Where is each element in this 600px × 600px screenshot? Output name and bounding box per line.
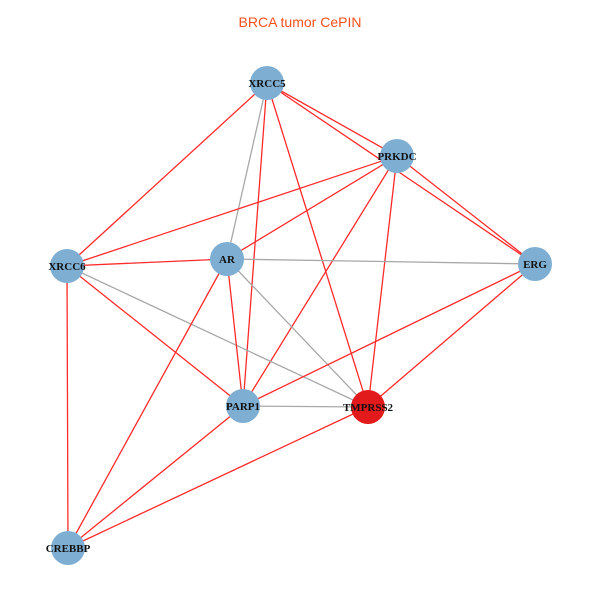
node-tmprss2[interactable]: TMPRSS2 [343,390,394,424]
node-label: TMPRSS2 [343,402,394,414]
edge-xrcc5-erg [266,82,536,265]
node-circle [226,389,260,423]
node-label: PRKDC [377,151,416,163]
edge-xrcc5-parp1 [242,82,268,407]
node-xrcc6[interactable]: XRCC6 [48,249,86,283]
edge-erg-parp1 [242,263,536,407]
edge-xrcc5-ar [226,82,268,260]
node-crebbp[interactable]: CREBBP [46,531,91,565]
edge-prkdc-parp1 [242,155,398,407]
node-ar[interactable]: AR [210,242,244,276]
edge-ar-erg [226,258,536,265]
diagram-title: BRCA tumor CePIN [238,14,362,30]
node-circle [210,242,244,276]
node-circle [518,247,552,281]
edge-prkdc-tmprss2 [367,155,398,408]
edge-prkdc-xrcc6 [66,155,398,267]
node-circle [51,531,85,565]
node-circle [250,66,284,100]
edge-xrcc5-prkdc [266,82,398,157]
node-label: AR [219,254,236,266]
edge-ar-crebbp [67,258,228,549]
node-erg[interactable]: ERG [518,247,552,281]
edge-xrcc6-crebbp [66,265,69,549]
edge-parp1-tmprss2 [242,405,369,408]
edge-prkdc-ar [226,155,398,260]
edge-xrcc5-xrcc6 [66,82,268,267]
edge-xrcc6-tmprss2 [66,265,369,408]
node-circle [50,249,84,283]
node-circle [380,139,414,173]
node-prkdc[interactable]: PRKDC [377,139,417,173]
edge-tmprss2-crebbp [67,406,369,549]
node-circle [351,390,385,424]
edge-ar-tmprss2 [226,258,369,408]
edge-xrcc6-parp1 [66,265,244,407]
edge-erg-tmprss2 [367,263,536,408]
edge-parp1-crebbp [67,405,244,549]
edge-xrcc6-ar [66,258,228,267]
node-label: XRCC6 [48,261,86,273]
edge-prkdc-erg [396,155,536,265]
node-parp1[interactable]: PARP1 [226,389,260,423]
node-xrcc5[interactable]: XRCC5 [248,66,286,100]
node-label: ERG [523,259,547,271]
node-label: XRCC5 [248,78,286,90]
edge-ar-parp1 [226,258,244,407]
node-label: CREBBP [46,543,91,555]
node-label: PARP1 [226,401,260,413]
